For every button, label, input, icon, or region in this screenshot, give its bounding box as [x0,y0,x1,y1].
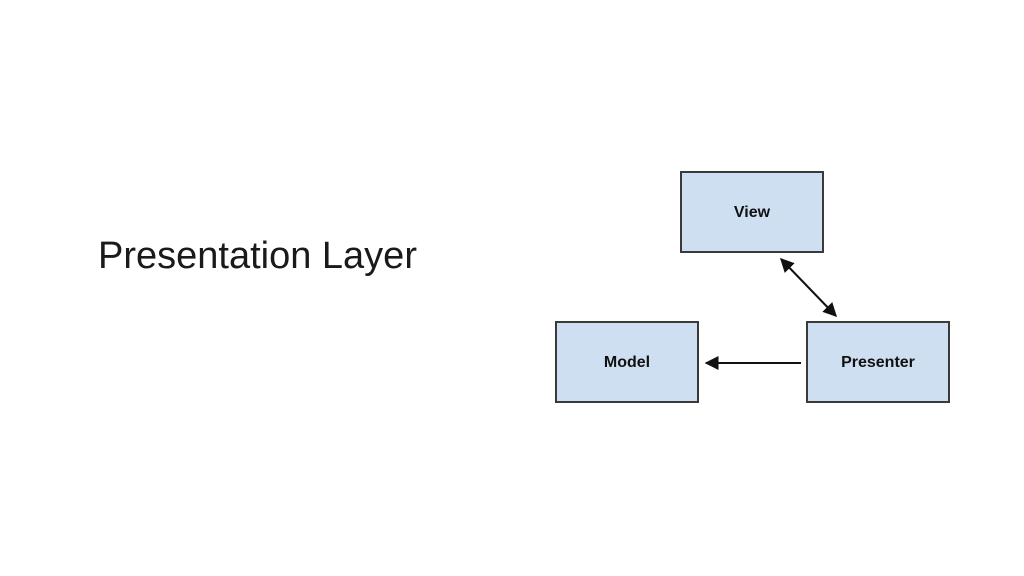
view-box [680,171,824,253]
view-node: View [680,171,824,253]
view-presenter-arrow [780,257,837,318]
model-label: Model [604,354,650,371]
presenter-label: Presenter [841,354,915,371]
model-node: Model [555,321,699,403]
view-label: View [734,204,771,221]
presenter-box [806,321,950,403]
presenter-node: Presenter [806,321,950,403]
model-box [555,321,699,403]
slide-title: Presentation Layer [98,235,417,277]
